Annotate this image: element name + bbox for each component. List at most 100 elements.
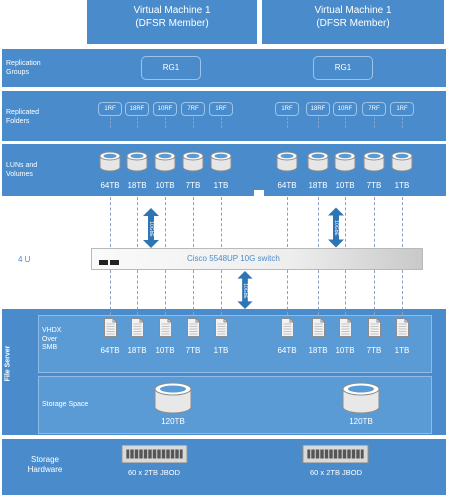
replicated-folder: 18RF — [125, 102, 149, 116]
replicated-folder: 1RF — [98, 102, 122, 116]
lun-size-label: 18TB — [127, 181, 147, 190]
connector-line — [318, 197, 319, 247]
vhdx-file-icon — [368, 318, 381, 337]
storage-pool-label-right: 120TB — [349, 417, 373, 426]
connector-line — [318, 270, 319, 315]
connector-line — [374, 117, 375, 128]
connector-line — [193, 117, 194, 128]
switch-label: Cisco 5548UP 10G switch — [187, 254, 280, 263]
replicated-folder: 7RF — [362, 102, 386, 116]
connector-line — [110, 197, 111, 247]
link-arrow — [328, 207, 344, 248]
file-server-label: File Server — [4, 345, 12, 382]
connector-line — [287, 117, 288, 128]
u-label: 4 U — [18, 255, 31, 264]
jbod-label-left: 60 x 2TB JBOD — [127, 468, 181, 477]
vhdx-file-icon — [396, 318, 409, 337]
lun-disk-icon — [154, 151, 176, 172]
lun-size-label: 64TB — [277, 181, 297, 190]
link-arrow — [143, 208, 159, 248]
link-arrow — [237, 271, 253, 309]
vhdx-size-label: 7TB — [366, 346, 382, 355]
connector-line — [345, 117, 346, 128]
connector-line — [402, 197, 403, 247]
lun-size-label: 1TB — [394, 181, 410, 190]
vhdx-panel — [38, 315, 432, 373]
lun-disk-icon — [182, 151, 204, 172]
connector-line — [110, 270, 111, 315]
connector-line — [287, 270, 288, 315]
connector-line — [137, 270, 138, 315]
replicated-folders-label: Replicated Folders — [6, 109, 40, 125]
connector-line — [221, 270, 222, 315]
jbod-enclosure-icon — [121, 445, 188, 463]
lun-disk-icon — [391, 151, 413, 172]
vhdx-file-icon — [281, 318, 294, 337]
lun-size-label: 1TB — [213, 181, 229, 190]
vhdx-size-label: 18TB — [308, 346, 328, 355]
connector-line — [287, 197, 288, 247]
vm-left-header: Virtual Machine 1 (DFSR Member) — [87, 0, 257, 44]
connector-line — [193, 197, 194, 247]
vhdx-file-icon — [187, 318, 200, 337]
link-arrow-label: 10GbE — [333, 220, 339, 236]
replicated-folder: 1RF — [390, 102, 414, 116]
vhdx-label: VHDX Over SMB — [42, 327, 62, 351]
vhdx-size-label: 1TB — [213, 346, 229, 355]
connector-line — [402, 117, 403, 128]
replication-groups-label: Replication Groups — [6, 60, 41, 76]
jbod-label-right: 60 x 2TB JBOD — [309, 468, 363, 477]
connector-line — [374, 197, 375, 247]
replication-groups-band — [2, 49, 446, 87]
connector-line — [345, 270, 346, 315]
vhdx-size-label: 10TB — [335, 346, 355, 355]
vm-right-subtitle: (DFSR Member) — [316, 18, 390, 29]
vhdx-size-label: 64TB — [100, 346, 120, 355]
luns-divider-notch — [254, 190, 264, 198]
vhdx-size-label: 64TB — [277, 346, 297, 355]
vhdx-file-icon — [339, 318, 352, 337]
link-arrow-label: 10GbE — [148, 221, 154, 237]
storage-pool-label-left: 120TB — [161, 417, 185, 426]
luns-label: LUNs and Volumes — [6, 162, 38, 178]
switch: Cisco 5548UP 10G switch — [91, 248, 423, 270]
lun-disk-icon — [126, 151, 148, 172]
vhdx-file-icon — [215, 318, 228, 337]
replicated-folder: 1RF — [275, 102, 299, 116]
vhdx-size-label: 7TB — [185, 346, 201, 355]
connector-line — [193, 270, 194, 315]
vm-right-title: Virtual Machine 1 — [314, 5, 392, 16]
storage-pool-icon — [154, 382, 192, 414]
storage-hardware-label: Storage Hardware — [27, 455, 63, 474]
lun-disk-icon — [210, 151, 232, 172]
connector-line — [165, 197, 166, 247]
lun-disk-icon — [307, 151, 329, 172]
vhdx-size-label: 1TB — [394, 346, 410, 355]
vm-left-title: Virtual Machine 1 — [133, 5, 211, 16]
connector-line — [221, 117, 222, 128]
vhdx-size-label: 10TB — [155, 346, 175, 355]
replicated-folder: 10RF — [333, 102, 357, 116]
rg-right: RG1 — [313, 56, 373, 80]
lun-disk-icon — [363, 151, 385, 172]
connector-line — [137, 117, 138, 128]
lun-size-label: 10TB — [155, 181, 175, 190]
vm-left-subtitle: (DFSR Member) — [135, 18, 209, 29]
lun-disk-icon — [99, 151, 121, 172]
replicated-folder: 18RF — [306, 102, 330, 116]
connector-line — [137, 197, 138, 247]
replicated-folders-band — [2, 91, 446, 141]
vhdx-size-label: 18TB — [127, 346, 147, 355]
lun-size-label: 18TB — [308, 181, 328, 190]
replicated-folder: 10RF — [153, 102, 177, 116]
vm-right-header: Virtual Machine 1 (DFSR Member) — [262, 0, 444, 44]
connector-line — [221, 197, 222, 247]
replicated-folder: 1RF — [209, 102, 233, 116]
storage-hardware-panel — [2, 439, 446, 495]
connector-line — [374, 270, 375, 315]
connector-line — [165, 117, 166, 128]
connector-line — [345, 197, 346, 247]
lun-size-label: 7TB — [366, 181, 382, 190]
connector-line — [402, 270, 403, 315]
lun-size-label: 64TB — [100, 181, 120, 190]
